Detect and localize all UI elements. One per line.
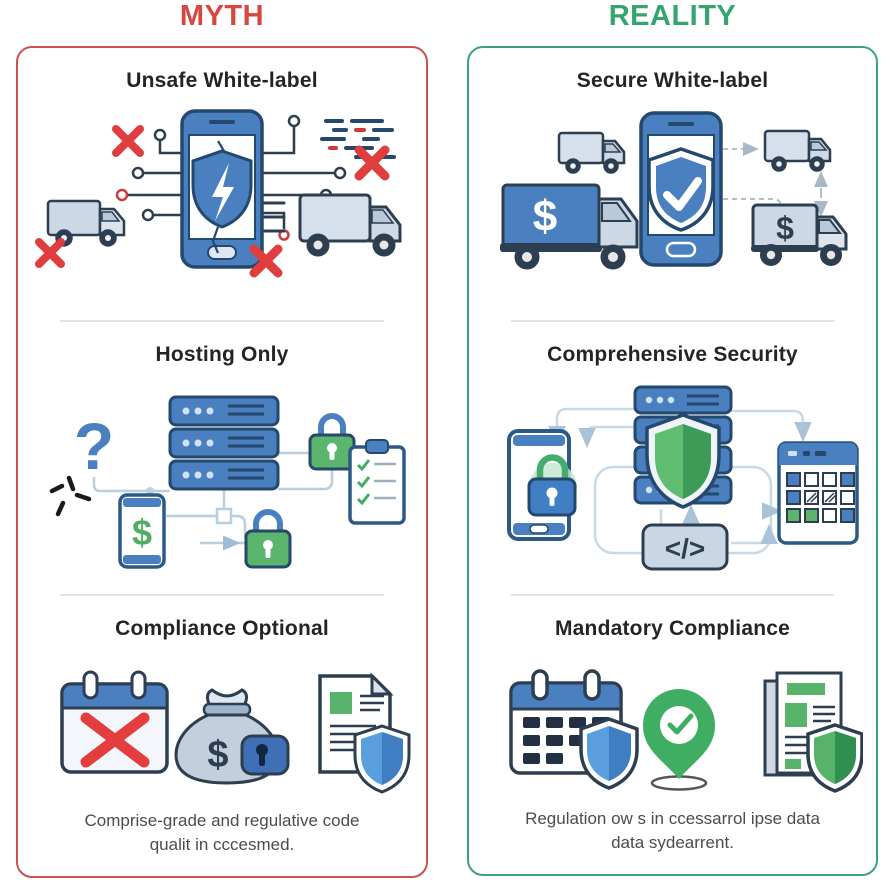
shielded-documents-icon xyxy=(763,671,863,793)
red-cross-icon xyxy=(35,124,390,277)
secure-white-label-illustration: $ $ xyxy=(499,110,847,269)
padlock-icon xyxy=(244,509,292,569)
mandatory-compliance-illustration xyxy=(508,669,863,793)
dollar-truck-icon: $ xyxy=(499,183,638,269)
hosting-only-illustration: ? xyxy=(49,395,406,569)
question-mark-icon: ? xyxy=(74,409,114,483)
section-title: Compliance Optional xyxy=(115,617,329,640)
dashed-arrow-icon xyxy=(722,141,828,217)
dollar-truck-icon: $ xyxy=(750,203,847,266)
section-divider xyxy=(60,594,384,596)
reality-section-mandatory-compliance: Mandatory Compliance xyxy=(469,596,876,874)
section-title: Unsafe White-label xyxy=(126,69,318,92)
locked-phone-icon xyxy=(506,429,577,541)
reality-section-comprehensive-security: Comprehensive Security xyxy=(469,322,876,594)
shielded-calendar-icon xyxy=(508,669,639,790)
unsafe-white-label-illustration xyxy=(35,108,402,277)
code-block-icon: </> xyxy=(641,523,728,571)
speeding-truck-icon xyxy=(252,193,402,256)
section-title: Secure White-label xyxy=(576,69,769,92)
comprehensive-security-illustration: </> xyxy=(506,385,859,571)
green-shield-icon xyxy=(644,413,721,509)
calendar-grid-icon xyxy=(776,441,859,545)
truck-icon xyxy=(763,129,831,172)
myth-section-unsafe-white-label: Unsafe White-label xyxy=(18,48,426,320)
red-cross-icon xyxy=(80,712,150,768)
svg-text:$: $ xyxy=(132,512,152,553)
connector-node-square xyxy=(215,507,233,525)
myth-column-header: MYTH xyxy=(179,0,265,32)
money-bag-lock-icon: $ xyxy=(174,688,290,785)
server-stack-icon xyxy=(168,395,280,491)
green-shield-icon xyxy=(805,723,863,793)
blue-shield-icon xyxy=(578,717,639,790)
myth-panel: Unsafe White-label xyxy=(16,46,428,878)
section-divider xyxy=(60,320,384,322)
connector-node-dot xyxy=(146,487,154,495)
checklist-clipboard-icon xyxy=(348,439,406,525)
crossed-calendar-icon xyxy=(60,670,169,774)
compliance-optional-illustration: $ xyxy=(60,670,411,794)
reality-panel: Secure White-label xyxy=(467,46,878,876)
section-title: Comprehensive Security xyxy=(547,343,798,366)
data-dashes-icon xyxy=(320,118,396,159)
check-location-pin-icon xyxy=(642,688,715,791)
dollar-phone-icon: $ xyxy=(118,493,166,569)
truck-icon xyxy=(557,131,625,174)
svg-text:$: $ xyxy=(532,192,556,241)
check-shield-icon xyxy=(646,146,715,232)
padlock-icon xyxy=(308,413,356,471)
crack-debris-icon xyxy=(49,475,92,517)
section-divider xyxy=(511,320,834,322)
svg-text:$: $ xyxy=(207,734,228,776)
section-title: Mandatory Compliance xyxy=(554,617,791,640)
reality-column-header: REALITY xyxy=(608,0,737,32)
svg-text:</>: </> xyxy=(664,533,704,564)
myth-section-hosting-only: Hosting Only xyxy=(18,322,426,594)
section-divider xyxy=(511,594,834,596)
document-shield-icon xyxy=(318,672,411,794)
myth-caption: Comprise-grade and regulative code quali… xyxy=(84,810,360,855)
cracked-shield-icon xyxy=(191,139,253,253)
section-title: Hosting Only xyxy=(155,343,289,366)
reality-section-secure-white-label: Secure White-label xyxy=(469,48,876,320)
myth-section-compliance-optional: Compliance Optional xyxy=(18,596,426,876)
reality-caption: Regulation ow s in ccessarrol ipse data … xyxy=(525,808,820,853)
circuit-lines-icon xyxy=(128,126,334,229)
svg-text:$: $ xyxy=(776,210,794,246)
blue-shield-icon xyxy=(353,724,411,794)
truck-icon xyxy=(46,199,126,247)
